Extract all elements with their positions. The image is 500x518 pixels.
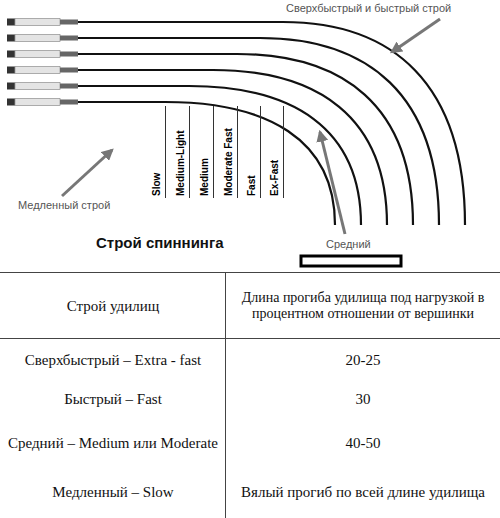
spinning-rod <box>7 51 413 226</box>
reel-seat <box>60 52 78 57</box>
action-line <box>213 106 214 198</box>
butt-cap <box>7 35 15 42</box>
butt-cap <box>7 67 15 74</box>
action-line <box>260 106 261 198</box>
rod-grip <box>15 35 60 42</box>
table-header: Длина прогиба удилища под нагрузкой в пр… <box>230 274 496 338</box>
table-header: Строй удилищ <box>4 274 222 338</box>
rod-blank <box>78 54 413 225</box>
black-bar <box>301 256 401 266</box>
rods <box>7 19 465 226</box>
action-line <box>189 106 190 198</box>
callout-label: Медленный строй <box>18 199 110 211</box>
rod-blank <box>78 102 335 225</box>
spinning-rod <box>7 83 361 226</box>
table-cell: Средний – Medium или Moderate <box>4 418 222 468</box>
rod-blank <box>78 22 465 225</box>
action-label: Fast <box>246 175 258 196</box>
butt-cap <box>7 99 15 106</box>
reel-seat <box>60 84 78 89</box>
rod-grip <box>15 67 60 74</box>
rod-blank <box>78 70 387 225</box>
reel-seat <box>60 68 78 73</box>
spinning-rod <box>7 99 335 226</box>
butt-cap <box>7 19 15 26</box>
action-lines <box>166 106 284 198</box>
table-cell: Быстрый – Fast <box>4 380 222 418</box>
action-label: Medium-Light <box>175 130 187 196</box>
diagram-title: Строй спиннинга <box>96 234 224 251</box>
table-cell: Вялый прогиб по всей длине удилища <box>230 468 496 516</box>
reel-seat <box>60 100 78 105</box>
butt-cap <box>7 83 15 90</box>
action-line <box>165 106 166 198</box>
table-cell: Сверхбыстрый – Extra - fast <box>4 340 222 380</box>
callout-label: Средний <box>326 238 371 250</box>
action-line <box>283 106 284 198</box>
rod-grip <box>15 99 60 106</box>
rod-blank <box>78 38 439 225</box>
action-label: Slow <box>151 173 163 196</box>
reel-seat <box>60 36 78 41</box>
callout-arrow <box>62 150 112 196</box>
table-cell: Медленный – Slow <box>4 468 222 516</box>
spinning-rod <box>7 67 387 226</box>
spinning-rod <box>7 35 439 226</box>
rod-grip <box>15 83 60 90</box>
callout-label: Сверхбыстрый и быстрый строй <box>286 2 451 14</box>
reel-seat <box>60 20 78 25</box>
table-cell: 40-50 <box>230 418 496 468</box>
spinning-rod <box>7 19 465 226</box>
rod-grip <box>15 51 60 58</box>
action-label: Ex-Fast <box>269 160 281 196</box>
table-cell: 20-25 <box>230 340 496 380</box>
callout-arrows <box>62 19 440 234</box>
action-label: Moderate Fast <box>223 128 235 196</box>
butt-cap <box>7 51 15 58</box>
rod-grip <box>15 19 60 26</box>
callout-arrow <box>320 132 345 234</box>
table-cell: 30 <box>230 380 496 418</box>
rod-blank <box>78 86 361 225</box>
table-grid <box>0 272 500 518</box>
action-label: Medium <box>199 158 211 196</box>
action-line <box>237 106 238 198</box>
callout-arrow <box>392 19 440 52</box>
